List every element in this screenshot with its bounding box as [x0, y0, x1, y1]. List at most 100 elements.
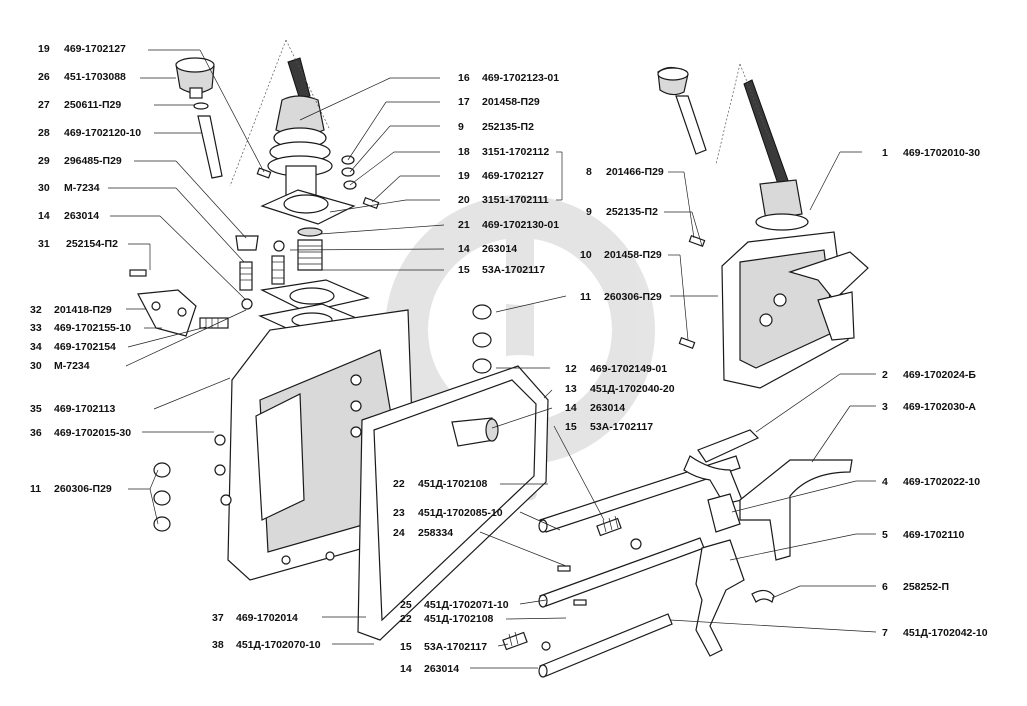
callout-number: 22 [393, 478, 405, 490]
callout-part-code: 469-1702155-10 [54, 322, 131, 334]
callout-part-code: М-7234 [64, 182, 100, 194]
callout-number: 17 [458, 96, 470, 108]
callout-number: 2 [882, 369, 888, 381]
callout-number: 35 [30, 403, 42, 415]
callout-part-code: 250611-П29 [64, 99, 121, 111]
callout-number: 4 [882, 476, 888, 488]
callout-part-code: 451Д-1702108 [418, 478, 488, 490]
callout-part-code: 263014 [482, 243, 517, 255]
callout-part-code: 263014 [424, 663, 459, 675]
callout-19: 19 469-1702127 [38, 43, 126, 55]
callout-part-code: 469-1702123-01 [482, 72, 559, 84]
callout-part-code: 469-1702030-А [903, 401, 976, 413]
callout-number: 9 [586, 206, 592, 218]
callout-number: 18 [458, 146, 470, 158]
shift-cover-gasket [258, 279, 370, 337]
shift-lever-knob [175, 57, 223, 179]
callout-5: 5 469-1702110 [882, 529, 964, 541]
callout-1: 1 469-1702010-30 [882, 147, 980, 159]
callout-17: 17 201458-П29 [458, 96, 540, 108]
callout-part-code: 201458-П29 [482, 96, 540, 108]
reverse-plunger [451, 417, 499, 447]
callout-part-code: 3151-1702112 [482, 146, 549, 158]
callout-number: 15 [458, 264, 470, 276]
callout-number: 32 [30, 304, 42, 316]
callout-number: 11 [580, 291, 591, 303]
callout-number: 38 [212, 639, 224, 651]
callout-number: 14 [400, 663, 412, 675]
callout-part-code: 53А-1702117 [482, 264, 545, 276]
callout-number: 20 [458, 194, 470, 206]
callout-number: 3 [882, 401, 888, 413]
callout-part-code: 201466-П29 [606, 166, 664, 178]
callout-part-code: 469-1702127 [64, 43, 126, 55]
callout-part-code: 260306-П29 [54, 483, 112, 495]
callout-15: 15 53А-1702117 [458, 264, 545, 276]
callout-14: 14 263014 [400, 663, 459, 675]
callout-part-code: М-7234 [54, 360, 90, 372]
callout-part-code: 296485-П29 [64, 155, 122, 167]
left-plugs [153, 462, 171, 532]
callout-part-code: 469-1702010-30 [903, 147, 980, 159]
callout-part-code: 252135-П2 [482, 121, 534, 133]
callout-7: 7 451Д-1702042-10 [882, 627, 988, 639]
callout-3: 3 469-1702030-А [882, 401, 976, 413]
callout-11: 11 260306-П29 [580, 291, 662, 303]
callout-part-code: 53А-1702117 [590, 421, 653, 433]
callout-part-code: 53А-1702117 [424, 641, 487, 653]
callout-part-code: 252154-П2 [66, 238, 118, 250]
callout-38: 38 451Д-1702070-10 [212, 639, 321, 651]
callout-number: 19 [458, 170, 470, 182]
callout-number: 1 [882, 147, 888, 159]
callout-number: 37 [212, 612, 224, 624]
callout-part-code: 451Д-1702108 [424, 613, 494, 625]
callout-part-code: 469-1702015-30 [54, 427, 131, 439]
callout-number: 23 [393, 507, 405, 519]
callout-part-code: 451Д-1702070-10 [236, 639, 321, 651]
callout-number: 14 [458, 243, 470, 255]
callout-number: 26 [38, 71, 50, 83]
callout-part-code: 469-1702149-01 [590, 363, 667, 375]
callout-number: 34 [30, 341, 42, 353]
callout-number: 28 [38, 127, 50, 139]
callout-part-code: 469-1702113 [54, 403, 115, 415]
callout-part-code: 263014 [64, 210, 99, 222]
callout-number: 19 [38, 43, 50, 55]
callout-number: 5 [882, 529, 888, 541]
callout-35: 35 469-1702113 [30, 403, 115, 415]
callout-number: 15 [400, 641, 412, 653]
callout-22: 22 451Д-1702108 [393, 478, 488, 490]
callout-number: 7 [882, 627, 888, 639]
shift-lever-upper [260, 57, 356, 271]
callout-number: 13 [565, 383, 577, 395]
callout-number: 27 [38, 99, 50, 111]
callout-part-code: 469-1702014 [236, 612, 298, 624]
right-shift-lever-knob [657, 66, 707, 155]
leader-lines [108, 39, 877, 669]
callout-part-code: 260306-П29 [604, 291, 662, 303]
callout-part-code: 451Д-1702042-10 [903, 627, 988, 639]
callout-part-code: 469-1702110 [903, 529, 964, 541]
